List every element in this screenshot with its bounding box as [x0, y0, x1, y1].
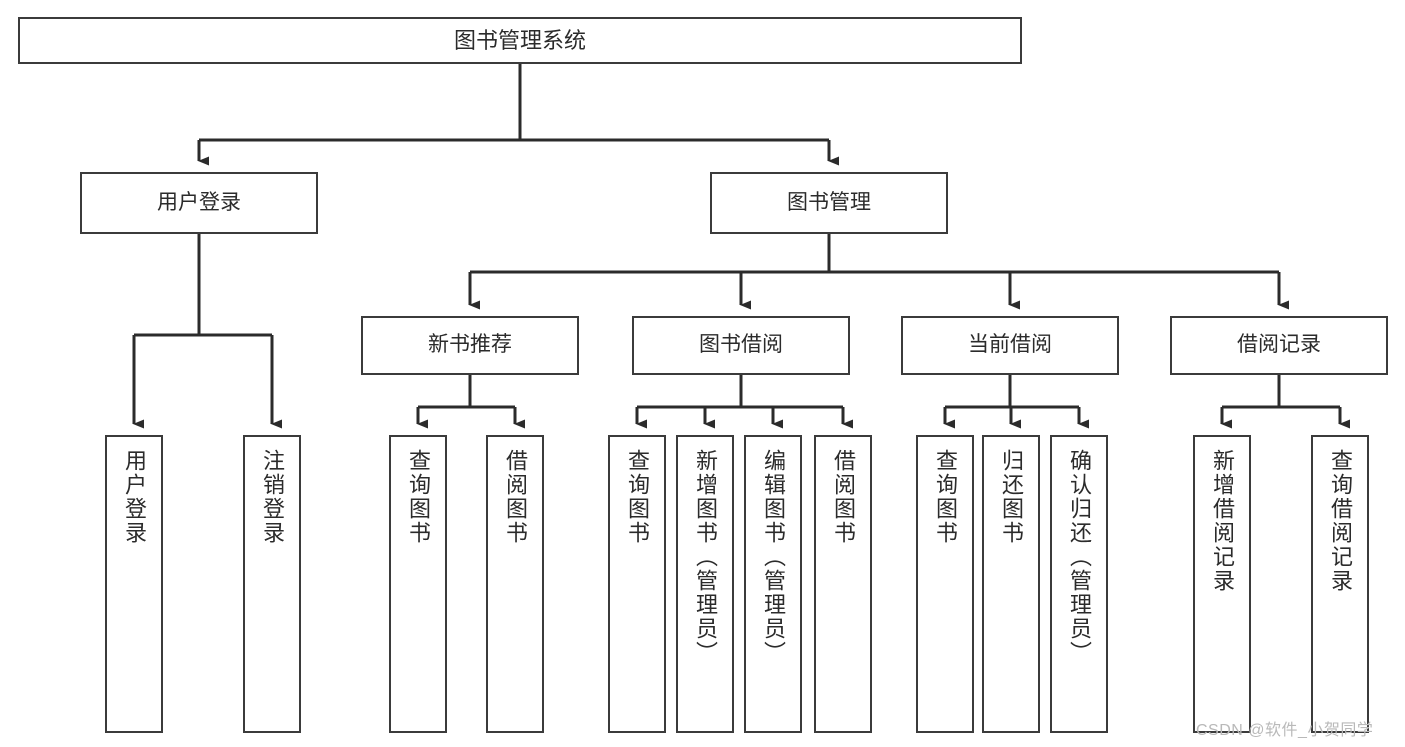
- node-lf-7[interactable]: 编辑图书（管理员）: [744, 435, 802, 733]
- node-label: 新增图书（管理员）: [693, 449, 718, 665]
- node-lf-12[interactable]: 新增借阅记录: [1193, 435, 1251, 733]
- node-label: 图书借阅: [699, 333, 783, 357]
- node-lf-1[interactable]: 用户登录: [105, 435, 163, 733]
- node-label: 新书推荐: [428, 333, 512, 357]
- node-root[interactable]: 图书管理系统: [18, 17, 1022, 64]
- node-lf-5[interactable]: 查询图书: [608, 435, 666, 733]
- csdn-watermark: CSDN @软件_小贺同学: [1196, 722, 1374, 739]
- node-label: 确认归还（管理员）: [1067, 449, 1092, 665]
- node-lf-10[interactable]: 归还图书: [982, 435, 1040, 733]
- node-lf-9[interactable]: 查询图书: [916, 435, 974, 733]
- node-label: 借阅记录: [1237, 333, 1321, 357]
- node-lf-13[interactable]: 查询借阅记录: [1311, 435, 1369, 733]
- node-lf-2[interactable]: 注销登录: [243, 435, 301, 733]
- node-lf-8[interactable]: 借阅图书: [814, 435, 872, 733]
- node-lf-11[interactable]: 确认归还（管理员）: [1050, 435, 1108, 733]
- node-lf-4[interactable]: 借阅图书: [486, 435, 544, 733]
- node-label: 图书管理系统: [453, 27, 586, 53]
- node-label: 查询图书: [406, 449, 431, 545]
- node-label: 查询图书: [625, 449, 650, 545]
- node-label: 用户登录: [122, 449, 147, 545]
- node-l2-borrow[interactable]: 图书借阅: [632, 316, 850, 375]
- node-label: 编辑图书（管理员）: [761, 449, 786, 665]
- node-label: 注销登录: [260, 449, 285, 545]
- node-label: 图书管理: [787, 190, 871, 214]
- node-label: 用户登录: [157, 190, 241, 214]
- node-l2-newbook[interactable]: 新书推荐: [361, 316, 579, 375]
- node-l2-current[interactable]: 当前借阅: [901, 316, 1119, 375]
- node-l1-login[interactable]: 用户登录: [80, 172, 318, 234]
- node-label: 查询图书: [933, 449, 958, 545]
- node-label: 查询借阅记录: [1328, 449, 1353, 593]
- node-l2-record[interactable]: 借阅记录: [1170, 316, 1388, 375]
- node-label: 新增借阅记录: [1210, 449, 1235, 593]
- node-l1-book[interactable]: 图书管理: [710, 172, 948, 234]
- node-label: 当前借阅: [968, 333, 1052, 357]
- node-lf-6[interactable]: 新增图书（管理员）: [676, 435, 734, 733]
- node-label: 借阅图书: [831, 449, 856, 545]
- node-label: 借阅图书: [503, 449, 528, 545]
- node-label: 归还图书: [999, 449, 1024, 545]
- node-lf-3[interactable]: 查询图书: [389, 435, 447, 733]
